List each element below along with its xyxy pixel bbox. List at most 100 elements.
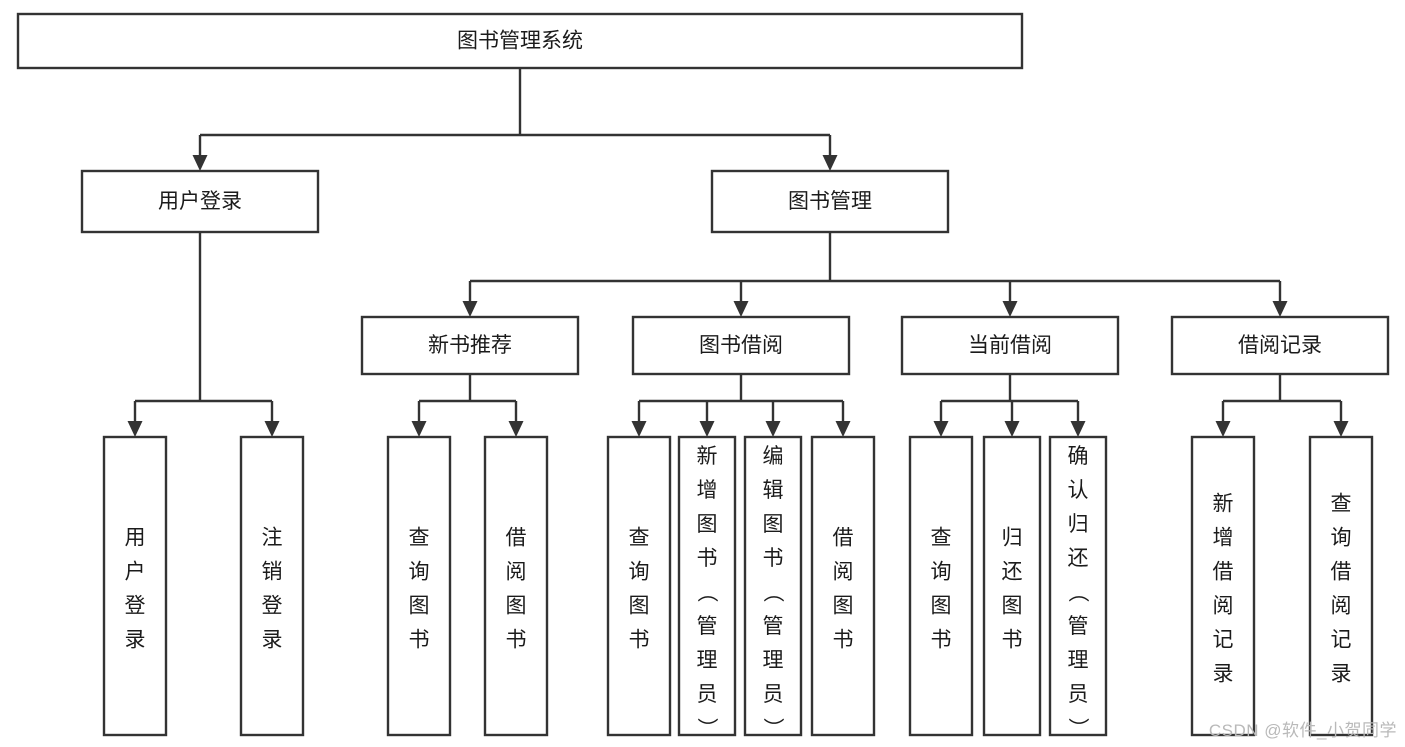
node-label: 图书管理	[788, 190, 872, 213]
node-box	[1170, 315, 1390, 376]
arrow-head-icon	[264, 421, 280, 437]
node-box	[239, 435, 305, 737]
node-label-char: 书	[763, 547, 784, 570]
arrow-head-icon	[835, 421, 851, 437]
node-label-char: 借	[1331, 561, 1352, 584]
node-label: 图书借阅	[699, 334, 783, 357]
node-label-char: 认	[1068, 479, 1089, 502]
node-box	[360, 315, 580, 376]
node-label-char: 图	[697, 513, 718, 536]
node-label: 新书推荐	[428, 334, 512, 357]
node-label-char: 借	[1213, 561, 1234, 584]
connector-newbook-to-leaves	[411, 374, 524, 437]
node-label-char: 注	[262, 527, 283, 550]
node-borrow-record[interactable]: 借阅记录	[1170, 315, 1390, 376]
node-label-char: 归	[1068, 513, 1089, 536]
node-label-char: 新	[1213, 493, 1234, 516]
node-box	[386, 435, 452, 737]
node-box	[908, 435, 974, 737]
node-label-char: 确	[1068, 445, 1089, 468]
node-label-char: 管	[697, 615, 718, 638]
node-book-borrow[interactable]: 图书借阅	[631, 315, 851, 376]
node-label-char: 录	[1213, 663, 1234, 686]
node-label-char: 书	[629, 629, 650, 652]
node-label-char: 查	[629, 527, 650, 550]
node-box	[1048, 435, 1108, 737]
node-label-char: 录	[262, 629, 283, 652]
node-label-char: 阅	[1213, 595, 1234, 618]
node-label-char: 图	[506, 595, 527, 618]
arrow-head-icon	[765, 421, 781, 437]
node-label-char: 阅	[506, 561, 527, 584]
node-label-char: （	[1066, 582, 1089, 603]
node-current-borrow[interactable]: 当前借阅	[900, 315, 1120, 376]
node-label-char: 图	[931, 595, 952, 618]
node-box	[900, 315, 1120, 376]
node-label-char: 图	[763, 513, 784, 536]
node-label-char: （	[761, 582, 784, 603]
node-box	[743, 435, 803, 737]
node-label-char: 书	[1002, 629, 1023, 652]
node-box	[80, 169, 320, 234]
node-label-char: 销	[262, 561, 283, 584]
node-label: 用户登录	[158, 190, 242, 213]
node-box	[677, 435, 737, 737]
node-book-manage[interactable]: 图书管理	[710, 169, 950, 234]
arrow-head-icon	[411, 421, 427, 437]
arrow-head-icon	[192, 155, 208, 171]
node-label-char: 员	[697, 683, 718, 706]
node-label-char: 借	[506, 527, 527, 550]
node-label-char: 还	[1068, 547, 1089, 570]
node-user-login[interactable]: 用户登录	[80, 169, 320, 234]
node-label-char: 图	[1002, 595, 1023, 618]
node-label-char: 书	[697, 547, 718, 570]
arrow-head-icon	[631, 421, 647, 437]
node-root[interactable]: 图书管理系统	[16, 12, 1024, 70]
node-label-char: 录	[1331, 663, 1352, 686]
node-label-char: 借	[833, 527, 854, 550]
node-label-char: 图	[409, 595, 430, 618]
arrow-head-icon	[508, 421, 524, 437]
node-label-char: 用	[125, 527, 146, 550]
node-box	[483, 435, 549, 737]
arrow-head-icon	[933, 421, 949, 437]
node-leaf-user-login[interactable]: 用户登录	[102, 435, 168, 737]
node-label-char: 询	[1331, 527, 1352, 550]
node-label-char: 登	[125, 595, 146, 618]
node-box	[631, 315, 851, 376]
node-label-char: 询	[629, 561, 650, 584]
node-layer: 图书管理系统用户登录图书管理新书推荐图书借阅当前借阅借阅记录用户登录注销登录查询…	[16, 12, 1390, 739]
node-label-char: 新	[697, 445, 718, 468]
node-label-char: 书	[931, 629, 952, 652]
node-label-char: ）	[761, 718, 784, 739]
node-box	[102, 435, 168, 737]
node-label-char: 查	[1331, 493, 1352, 516]
node-label-char: ）	[695, 718, 718, 739]
node-label: 借阅记录	[1238, 334, 1322, 357]
node-label-char: ）	[1066, 718, 1089, 739]
node-label-char: 记	[1331, 629, 1352, 652]
node-label-char: 询	[409, 561, 430, 584]
node-label-char: 增	[697, 479, 718, 502]
arrow-head-icon	[127, 421, 143, 437]
node-new-book-rec[interactable]: 新书推荐	[360, 315, 580, 376]
node-label-char: 书	[833, 629, 854, 652]
connector-userlogin-to-leaves	[127, 232, 280, 437]
connector-root-to-level2	[192, 68, 838, 171]
connector-currentborrow-to-leaves	[933, 374, 1086, 437]
connector-layer	[127, 68, 1349, 437]
arrow-head-icon	[462, 301, 478, 317]
connector-bookborrow-to-leaves	[631, 374, 851, 437]
